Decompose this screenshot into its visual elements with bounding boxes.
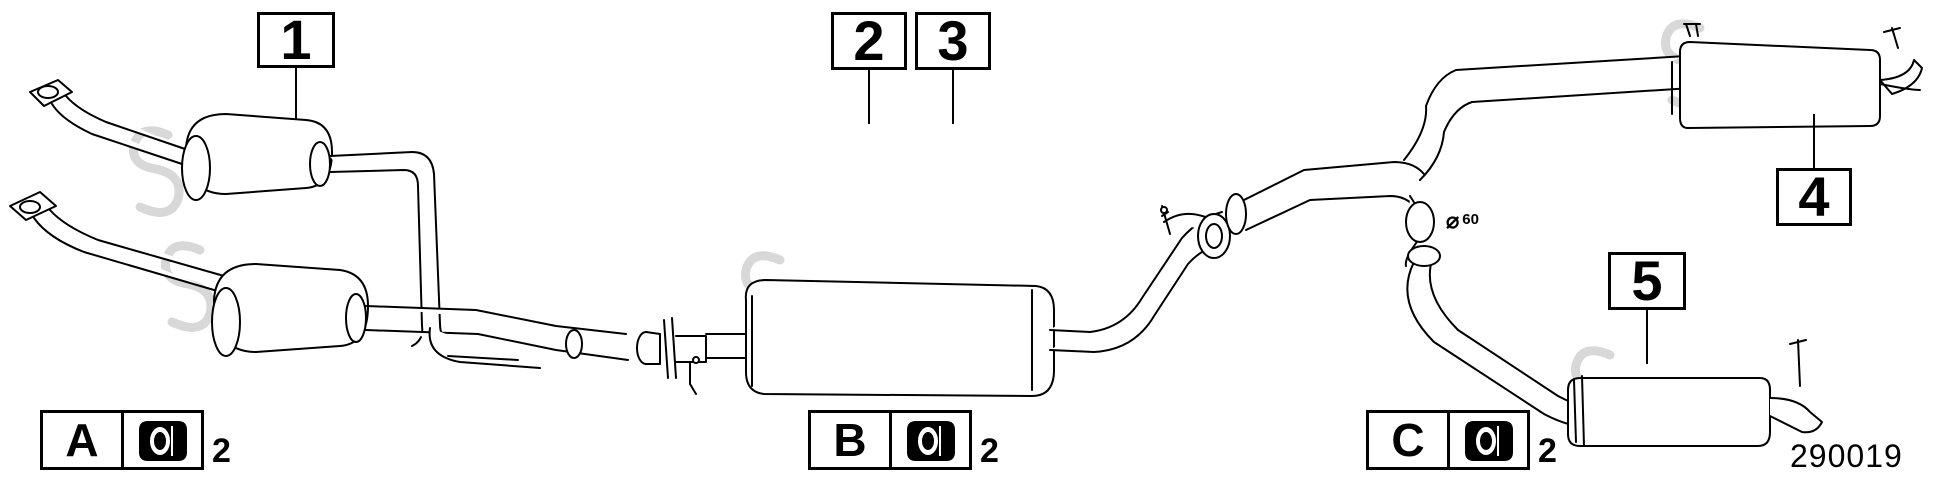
hanger-kit-a: A 2 (40, 410, 231, 470)
callout-2: 2 (831, 12, 907, 70)
kit-letter-c: C (1366, 410, 1450, 470)
kit-letter-b: B (808, 410, 892, 470)
leader-line-2 (868, 70, 870, 124)
rubber-hanger-icon (1450, 410, 1530, 470)
rubber-hanger-icon (892, 410, 972, 470)
leader-line-4 (1813, 114, 1815, 168)
center-muffler (705, 205, 1231, 397)
upper-tailpipe-tip (1879, 83, 1921, 91)
leader-line-1 (295, 68, 297, 120)
front-joint-flange (663, 317, 707, 395)
diameter-label: ⌀60 (1446, 210, 1479, 232)
callout-3: 3 (915, 12, 991, 70)
kit-qty-a: 2 (212, 432, 231, 470)
diameter-symbol: ⌀ (1446, 208, 1460, 233)
reference-number: 290019 (1790, 438, 1903, 474)
kit-qty-c: 2 (1538, 432, 1557, 470)
diameter-value: 60 (1462, 211, 1479, 228)
leader-line-5 (1646, 310, 1648, 364)
hanger-kit-c: C 2 (1366, 410, 1557, 470)
kit-qty-b: 2 (980, 432, 999, 470)
leader-line-3 (952, 70, 954, 124)
kit-letter-a: A (40, 410, 124, 470)
front-pipe-catalyst-assembly (9, 79, 661, 369)
rear-y-pipe-and-mufflers (1225, 23, 1923, 447)
callout-1: 1 (257, 12, 335, 68)
callout-5: 5 (1608, 252, 1686, 310)
callout-4: 4 (1776, 168, 1852, 226)
rubber-hanger-icon (124, 410, 204, 470)
hanger-kit-b: B 2 (808, 410, 999, 470)
